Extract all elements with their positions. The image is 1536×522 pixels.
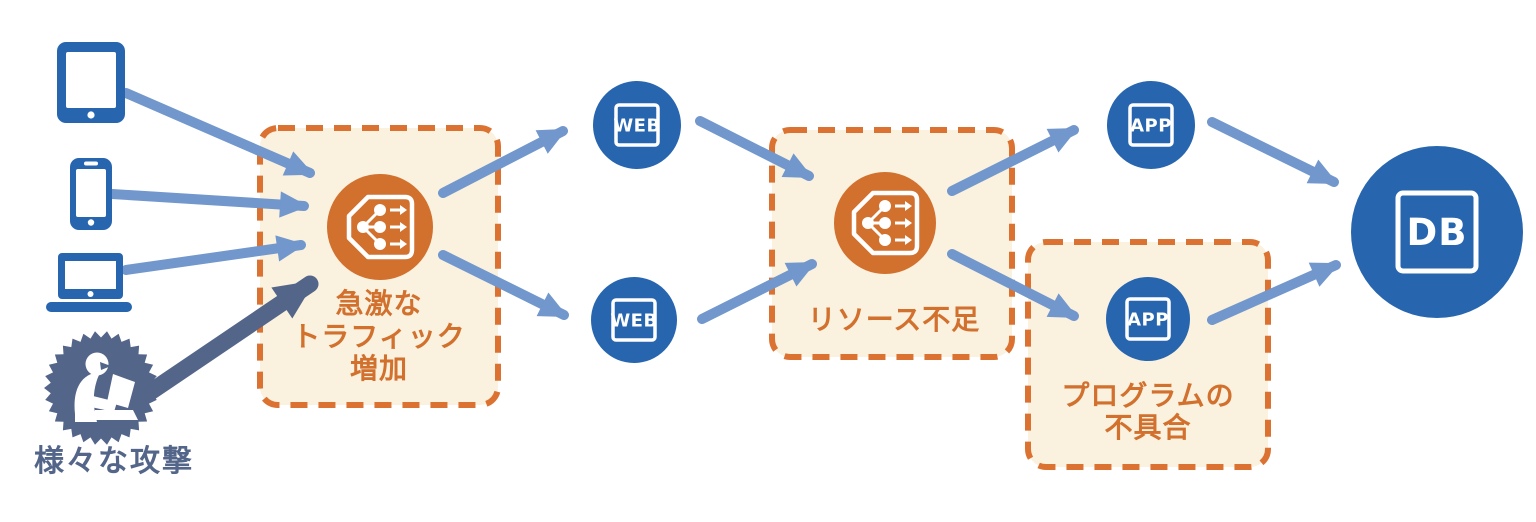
web-server-node-bottom: WEB bbox=[591, 277, 677, 363]
traffic-label-line-2: トラフィック bbox=[292, 320, 465, 353]
arrow-laptop-to-lb1 bbox=[121, 235, 306, 275]
arrow-app-top-to-db bbox=[1207, 117, 1339, 187]
arrow-phone-to-lb1 bbox=[107, 189, 309, 218]
attacker-silhouette bbox=[74, 352, 138, 422]
traffic-label-line-1: 急激な bbox=[335, 287, 422, 320]
arrow-lb1-to-web-bottom bbox=[438, 250, 569, 320]
laptop-icon bbox=[46, 253, 132, 312]
db-node-label: DB bbox=[1407, 211, 1468, 254]
app-server-node-top: APP bbox=[1107, 81, 1195, 169]
arrow-tablet-to-lb1 bbox=[121, 88, 315, 178]
web-node-label: WEB bbox=[613, 116, 660, 137]
load-balancer-icon bbox=[834, 172, 936, 274]
db-node: DB bbox=[1351, 146, 1523, 318]
app-node-label: APP bbox=[1130, 116, 1172, 137]
arrow-lb2-to-app-top bbox=[947, 125, 1079, 196]
tablet-icon bbox=[57, 42, 125, 123]
app-node-label: APP bbox=[1127, 310, 1169, 331]
program-label-line-1: プログラムの bbox=[1061, 379, 1234, 412]
traffic-increase-label: 急激な トラフィック 増加 bbox=[292, 287, 465, 385]
resource-shortage-label: リソース不足 bbox=[808, 303, 981, 336]
traffic-label-line-3: 増加 bbox=[350, 352, 408, 385]
arrow-web-bottom-to-lb2 bbox=[697, 259, 817, 324]
arrow-lb1-to-web-top bbox=[438, 126, 568, 198]
hacker-at-laptop-icon bbox=[44, 331, 158, 445]
web-node-label: WEB bbox=[610, 311, 657, 332]
program-defect-label: プログラムの 不具合 bbox=[1061, 379, 1234, 444]
web-server-node-top: WEB bbox=[593, 81, 681, 169]
attack-label: 様々な攻撃 bbox=[34, 444, 194, 479]
arrow-lb2-to-app-bottom bbox=[947, 249, 1079, 321]
smartphone-icon bbox=[70, 158, 112, 230]
load-balancer-icon bbox=[327, 174, 433, 280]
traffic-arrows bbox=[107, 88, 1341, 325]
attacker-burst bbox=[44, 331, 158, 445]
arrow-app-bottom-to-db bbox=[1207, 260, 1341, 325]
arrow-attack-to-lb1 bbox=[131, 275, 319, 408]
arrow-web-top-to-lb2 bbox=[695, 116, 814, 181]
app-server-node-bottom: APP bbox=[1106, 277, 1190, 361]
program-label-line-2: 不具合 bbox=[1104, 411, 1191, 444]
